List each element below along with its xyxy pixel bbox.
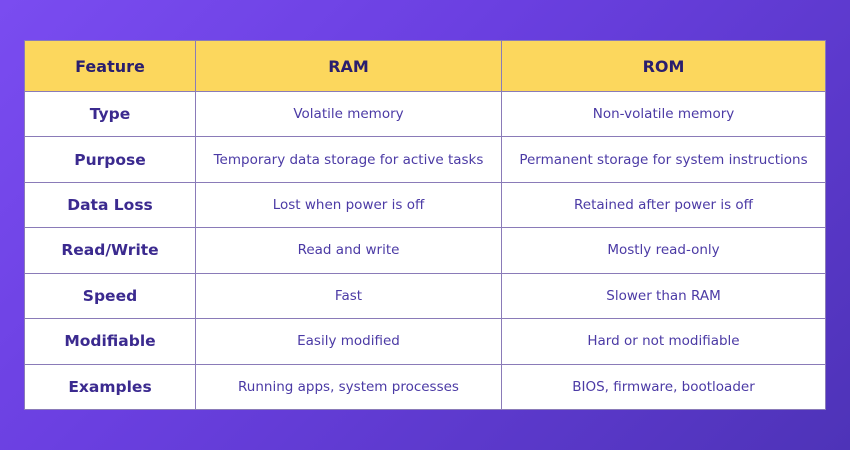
ram-cell: Running apps, system processes bbox=[195, 363, 502, 411]
table-row: Modifiable Easily modified Hard or not m… bbox=[24, 318, 826, 365]
header-rom: ROM bbox=[501, 40, 826, 92]
rom-cell: Non-volatile memory bbox=[501, 90, 826, 138]
ram-cell: Temporary data storage for active tasks bbox=[195, 136, 502, 183]
feature-cell: Data Loss bbox=[24, 181, 196, 229]
ram-cell: Lost when power is off bbox=[195, 181, 502, 229]
ram-cell: Easily modified bbox=[195, 318, 502, 365]
feature-cell: Modifiable bbox=[24, 318, 196, 365]
rom-cell: Permanent storage for system instruction… bbox=[501, 136, 826, 183]
table-row: Examples Running apps, system processes … bbox=[24, 363, 826, 411]
rom-cell: Mostly read-only bbox=[501, 227, 826, 274]
table-header-row: Feature RAM ROM bbox=[24, 40, 826, 92]
table-row: Read/Write Read and write Mostly read-on… bbox=[24, 227, 826, 274]
feature-cell: Examples bbox=[24, 363, 196, 411]
rom-cell: Slower than RAM bbox=[501, 272, 826, 320]
table-row: Purpose Temporary data storage for activ… bbox=[24, 136, 826, 183]
ram-cell: Fast bbox=[195, 272, 502, 320]
ram-vs-rom-table: Feature RAM ROM Type Volatile memory Non… bbox=[24, 40, 826, 411]
feature-cell: Speed bbox=[24, 272, 196, 320]
table-row: Speed Fast Slower than RAM bbox=[24, 272, 826, 320]
header-feature: Feature bbox=[24, 40, 196, 92]
ram-cell: Read and write bbox=[195, 227, 502, 274]
rom-cell: Hard or not modifiable bbox=[501, 318, 826, 365]
comparison-table-container: Feature RAM ROM Type Volatile memory Non… bbox=[24, 40, 826, 411]
rom-cell: BIOS, firmware, bootloader bbox=[501, 363, 826, 411]
rom-cell: Retained after power is off bbox=[501, 181, 826, 229]
table-row: Data Loss Lost when power is off Retaine… bbox=[24, 181, 826, 229]
feature-cell: Purpose bbox=[24, 136, 196, 183]
table-row: Type Volatile memory Non-volatile memory bbox=[24, 90, 826, 138]
feature-cell: Type bbox=[24, 90, 196, 138]
header-ram: RAM bbox=[195, 40, 502, 92]
ram-cell: Volatile memory bbox=[195, 90, 502, 138]
feature-cell: Read/Write bbox=[24, 227, 196, 274]
